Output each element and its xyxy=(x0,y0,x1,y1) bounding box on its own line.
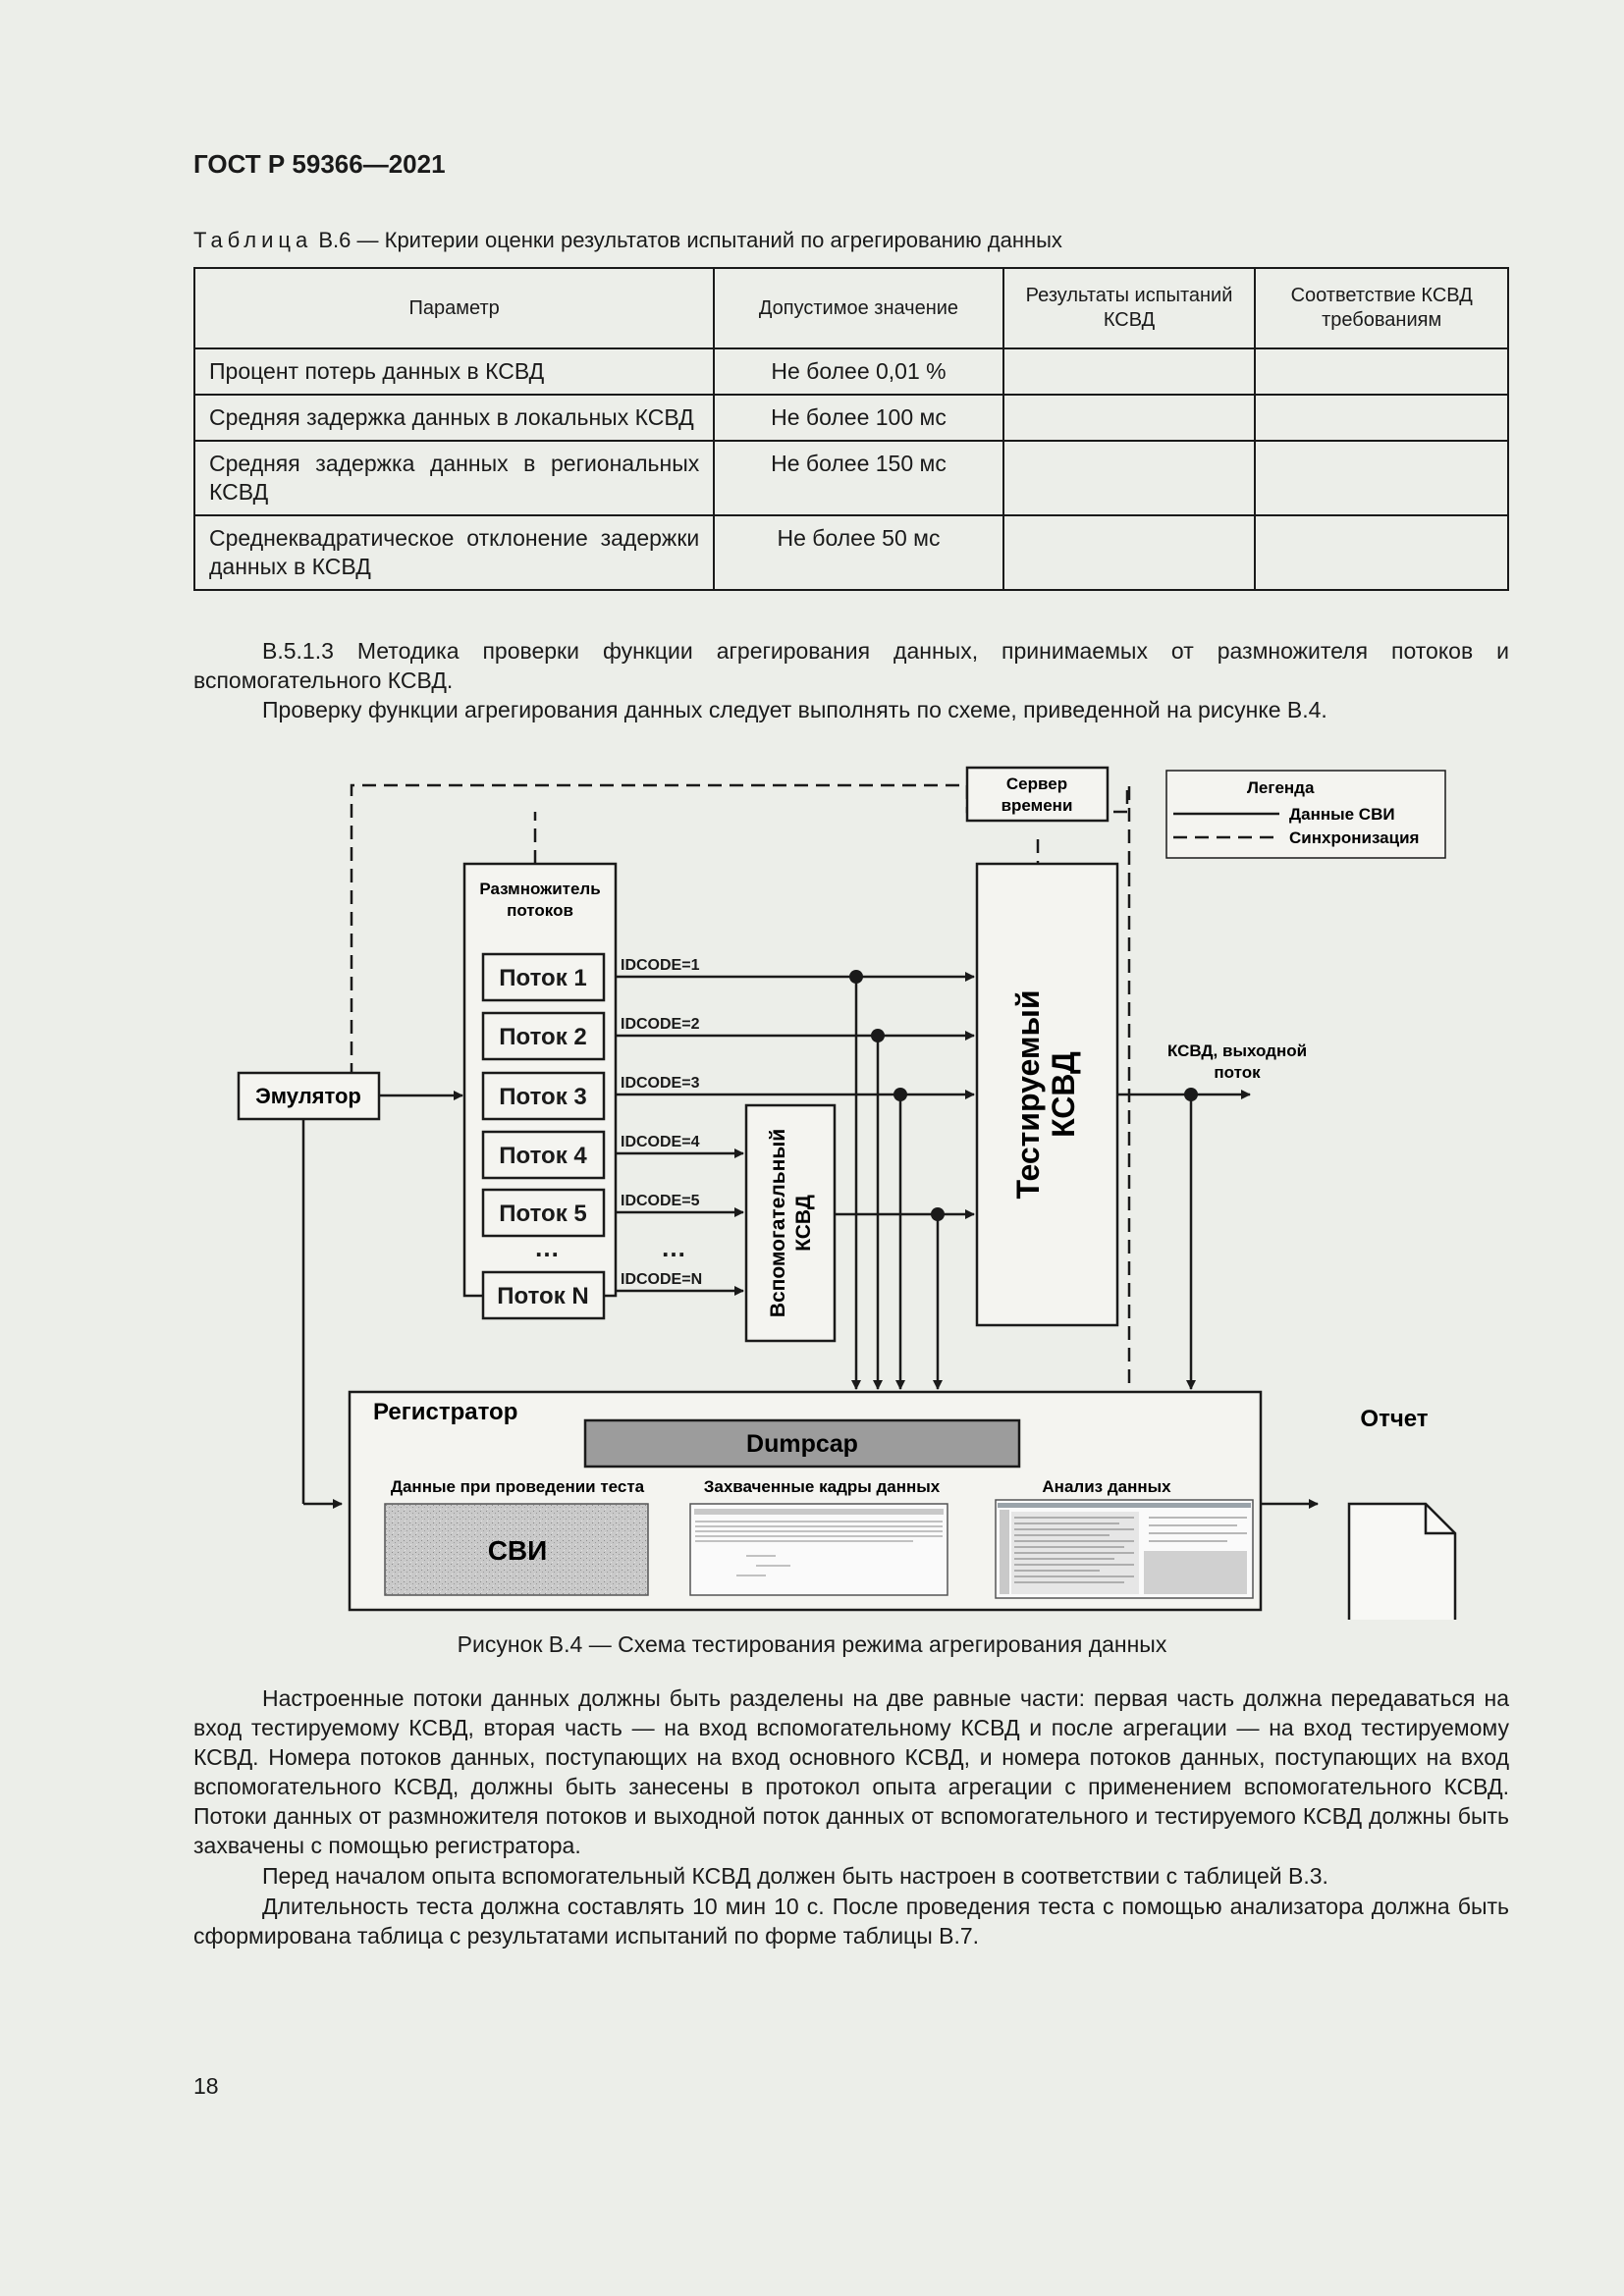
stream-ellipsis: … xyxy=(534,1233,560,1262)
captured-frames-thumbnail xyxy=(689,1503,948,1596)
emulator-box: Эмулятор xyxy=(237,1071,381,1121)
svi-panel xyxy=(384,1503,649,1596)
multiplier-label: потоков xyxy=(507,901,573,920)
test-scheme-diagram: Сервер времени Легенда Данные СВИ Синхро… xyxy=(237,766,1457,1620)
result-cell xyxy=(1001,514,1257,591)
output-stream-label: КСВД, выходной xyxy=(1167,1041,1307,1060)
report-icon: Отчет xyxy=(1347,1406,1457,1620)
value-cell: Не более 0,01 % xyxy=(713,347,1004,396)
aux-ksvd-label: КСВД xyxy=(792,1195,815,1252)
analysis-label: Анализ данных xyxy=(1042,1477,1171,1496)
stream-label: Поток 4 xyxy=(499,1143,587,1169)
legend-solid-label: Данные СВИ xyxy=(1289,805,1395,824)
dumpcap-label: Dumpcap xyxy=(746,1430,858,1458)
idcode-label: IDCODE=5 xyxy=(621,1193,700,1209)
aux-ksvd-label: Вспомогательный xyxy=(767,1129,789,1317)
junction-dot xyxy=(849,970,863,984)
junction-dot xyxy=(931,1207,945,1221)
sync-line xyxy=(350,783,1131,1386)
time-server-box: Сервер времени xyxy=(965,766,1110,823)
time-server-label: Сервер xyxy=(1006,774,1067,793)
idcode-label: IDCODE=1 xyxy=(621,957,700,974)
multiplier-label: Размножитель xyxy=(479,880,600,898)
aux-ksvd-box: Вспомогательный КСВД xyxy=(744,1103,837,1343)
dumpcap-box xyxy=(583,1418,1021,1468)
column-header: Параметр xyxy=(192,267,716,349)
output-stream-label: поток xyxy=(1214,1063,1261,1082)
analysis-thumbnail xyxy=(995,1499,1254,1599)
table-caption-prefix: Таблица xyxy=(193,228,313,252)
legend: Легенда Данные СВИ Синхронизация xyxy=(1165,770,1446,859)
compliance-cell xyxy=(1254,440,1509,516)
param-cell: Среднеквадратическое отклонение задержки… xyxy=(192,514,716,591)
idcode-label: IDCODE=4 xyxy=(621,1134,700,1150)
column-header: Результаты испытаний КСВД xyxy=(1001,267,1257,349)
test-data-label: Данные при проведении теста xyxy=(391,1477,645,1496)
compliance-cell xyxy=(1254,394,1509,442)
param-cell: Средняя задержка данных в локальных КСВД xyxy=(192,394,716,442)
stream-label: Поток 5 xyxy=(499,1201,586,1227)
stream-label: Поток 1 xyxy=(499,965,586,991)
table-row: Процент потерь данных в КСВД Не более 0,… xyxy=(192,347,1509,396)
idcode-label: IDCODE=2 xyxy=(621,1016,700,1033)
value-cell: Не более 50 мс xyxy=(713,514,1004,591)
idcode-label: IDCODE=3 xyxy=(621,1075,700,1092)
captured-frames-label: Захваченные кадры данных xyxy=(704,1477,941,1496)
idcode-ellipsis: … xyxy=(661,1233,686,1262)
table-row: Средняя задержка данных в региональных К… xyxy=(192,440,1509,516)
param-cell: Процент потерь данных в КСВД xyxy=(192,347,716,396)
registrar-box: Регистратор Dumpcap Данные при проведени… xyxy=(348,1390,1263,1612)
compliance-cell xyxy=(1254,514,1509,591)
result-cell xyxy=(1001,394,1257,442)
report-label: Отчет xyxy=(1360,1406,1428,1432)
document-header: ГОСТ Р 59366—2021 xyxy=(193,149,446,179)
compliance-cell xyxy=(1254,347,1509,396)
table-row: Средняя задержка данных в локальных КСВД… xyxy=(192,394,1509,442)
column-header: Соответствие КСВД требованиям xyxy=(1254,267,1509,349)
param-cell: Средняя задержка данных в региональных К… xyxy=(192,440,716,516)
stream-label: Поток 3 xyxy=(499,1084,586,1110)
value-cell: Не более 150 мс xyxy=(713,440,1004,516)
paragraph: Проверку функции агрегирования данных сл… xyxy=(262,697,1327,722)
paragraph: Длительность теста должна составлять 10 … xyxy=(193,1894,1509,1949)
stream-label: Поток 2 xyxy=(499,1024,586,1050)
result-cell xyxy=(1001,440,1257,516)
paragraph: Перед началом опыта вспомогательный КСВД… xyxy=(262,1863,1328,1889)
legend-title: Легенда xyxy=(1247,778,1315,797)
tested-ksvd-label: Тестируемый xyxy=(1010,989,1046,1199)
table-row: Среднеквадратическое отклонение задержки… xyxy=(192,514,1509,591)
junction-dot xyxy=(1184,1088,1198,1101)
svi-label: СВИ xyxy=(488,1535,548,1566)
paragraph: Настроенные потоки данных должны быть ра… xyxy=(193,1685,1509,1858)
legend-dashed-label: Синхронизация xyxy=(1289,828,1419,847)
junction-dot xyxy=(893,1088,907,1101)
stream-boxes xyxy=(481,952,606,1320)
table-caption: Таблица В.6 — Критерии оценки результато… xyxy=(193,228,1062,253)
table-caption-text: В.6 — Критерии оценки результатов испыта… xyxy=(312,228,1062,252)
idcode-label: IDCODE=N xyxy=(621,1271,702,1288)
page-number: 18 xyxy=(193,2073,219,2099)
result-cell xyxy=(1001,347,1257,396)
tested-ksvd-box: Тестируемый КСВД xyxy=(975,862,1119,1327)
column-header: Допустимое значение xyxy=(713,267,1004,349)
time-server-label: времени xyxy=(1001,796,1073,815)
value-cell: Не более 100 мс xyxy=(713,394,1004,442)
emulator-label: Эмулятор xyxy=(255,1084,361,1108)
junction-dot xyxy=(871,1029,885,1042)
figure-caption: Рисунок В.4 — Схема тестирования режима … xyxy=(457,1631,1167,1657)
table-header-row: Параметр Допустимое значение Результаты … xyxy=(192,267,1509,349)
tested-ksvd-label: КСВД xyxy=(1046,1051,1081,1138)
criteria-table: Параметр Допустимое значение Результаты … xyxy=(192,267,1509,591)
paragraph: В.5.1.3 Методика проверки функции агреги… xyxy=(193,638,1509,693)
stream-label: Поток N xyxy=(497,1283,588,1309)
registrar-label: Регистратор xyxy=(373,1399,517,1425)
